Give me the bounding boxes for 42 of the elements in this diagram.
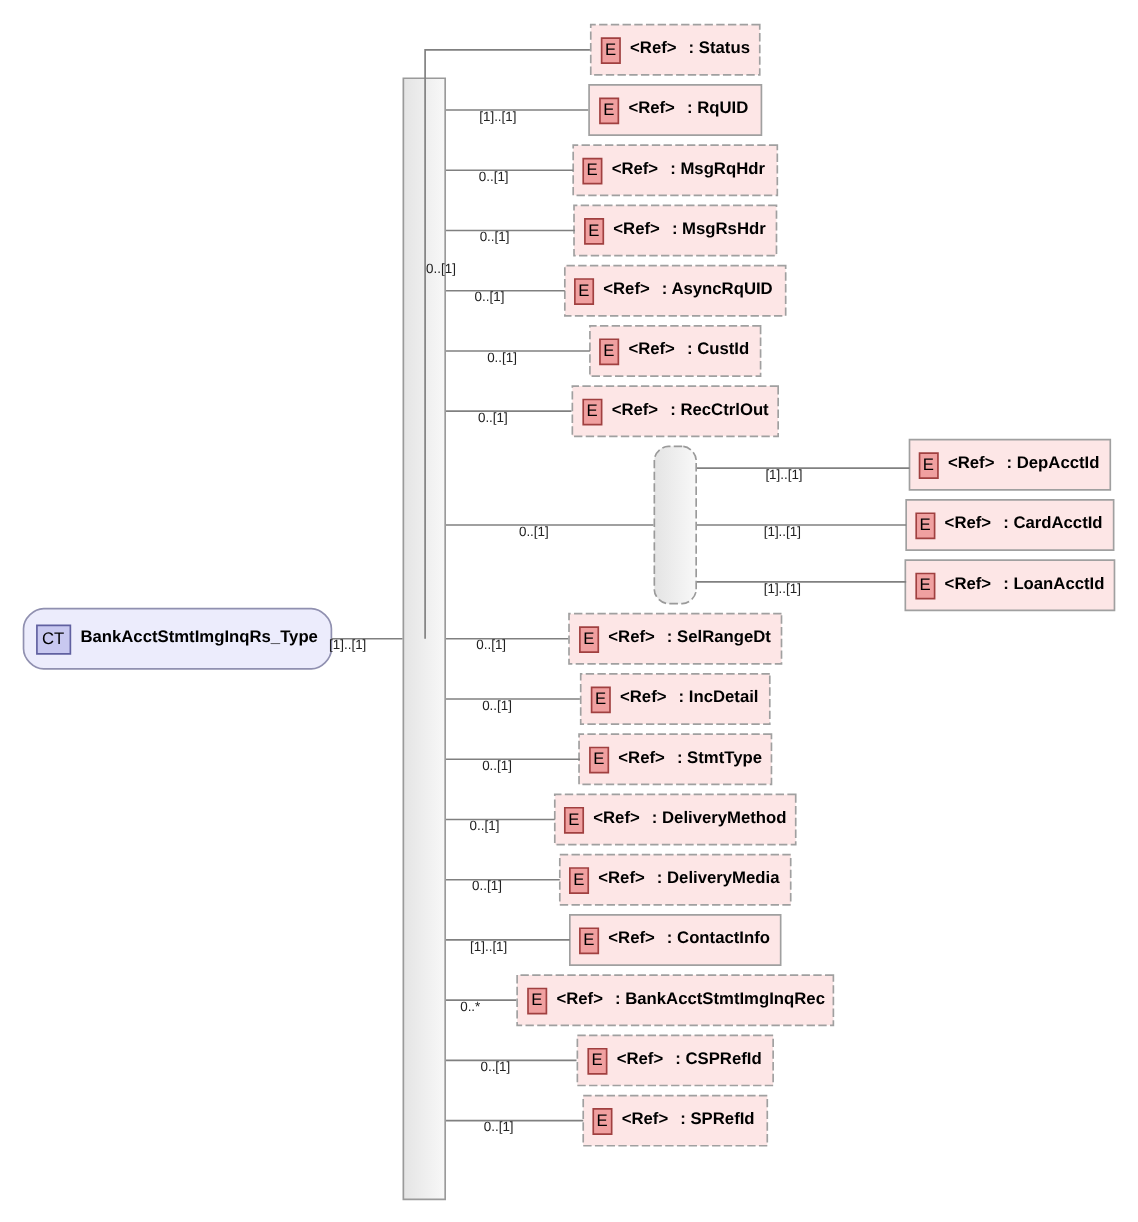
connector xyxy=(445,757,581,760)
connector xyxy=(445,523,655,525)
node-box: E <Ref> : MsgRqHdr xyxy=(572,143,779,196)
connector xyxy=(696,466,911,468)
connector xyxy=(696,580,907,582)
node-box: E <Ref> : RecCtrlOut xyxy=(571,384,779,437)
node-box: E <Ref> : LoanAcctId xyxy=(904,558,1116,611)
node-box: E <Ref> : MsgRsHdr xyxy=(573,203,778,256)
node-box: E <Ref> : SelRangeDt xyxy=(568,611,783,664)
node-box: E <Ref> : RqUID xyxy=(588,83,763,135)
connector xyxy=(445,938,571,940)
node-box: E <Ref> : BankAcctStmtImgInqRec xyxy=(516,973,835,1026)
connector xyxy=(445,636,569,639)
connector xyxy=(445,409,573,412)
node-box: E <Ref> : CardAcctId xyxy=(905,498,1115,550)
connector xyxy=(445,998,518,1001)
connector xyxy=(445,1118,585,1121)
node-box: E <Ref> : DeliveryMethod xyxy=(553,792,797,845)
connector xyxy=(445,817,556,820)
connector xyxy=(445,349,591,351)
connector xyxy=(696,523,907,525)
connector xyxy=(445,108,590,110)
connector xyxy=(445,697,581,699)
node-box: E <Ref> : CustId xyxy=(589,324,762,376)
node-box: E <Ref> : StmtType xyxy=(578,732,773,785)
connector xyxy=(445,1058,578,1061)
node-box: E <Ref> : CSPRefId xyxy=(576,1033,774,1086)
connector xyxy=(445,168,574,171)
node-box: E <Ref> : DepAcctId xyxy=(908,437,1112,490)
node-box: E <Ref> : Status xyxy=(589,22,761,75)
connector xyxy=(445,877,561,880)
node-box: E <Ref> : AsyncRqUID xyxy=(564,263,787,316)
connector xyxy=(330,636,404,639)
connector xyxy=(424,47,591,639)
node-box: E <Ref> : IncDetail xyxy=(579,672,771,724)
node-box: CT BankAcctStmtImgInqRs_Type xyxy=(22,606,333,669)
node-box: E <Ref> : SPRefId xyxy=(582,1093,769,1146)
node-box: E <Ref> : DeliveryMedia xyxy=(558,852,792,905)
node-box xyxy=(653,444,697,604)
connector xyxy=(445,288,566,291)
connector xyxy=(445,228,576,231)
node-box: E <Ref> : ContactInfo xyxy=(569,913,782,965)
